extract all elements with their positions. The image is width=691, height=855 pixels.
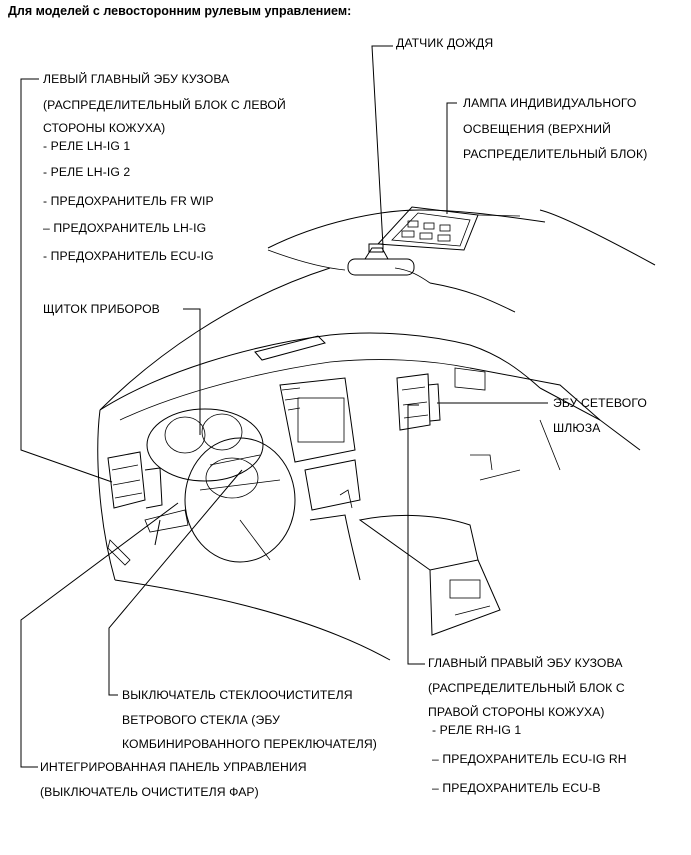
- wiper-switch-line-2: ВЕТРОВОГО СТЕКЛА (ЭБУ: [122, 713, 280, 727]
- left-ecu-line-2: (РАСПРЕДЕЛИТЕЛЬНЫЙ БЛОК С ЛЕВОЙ: [43, 98, 286, 112]
- wiper-switch-line-3: КОМБИНИРОВАННОГО ПЕРЕКЛЮЧАТЕЛЯ): [122, 737, 377, 751]
- control-panel-line-2: (ВЫКЛЮЧАТЕЛЬ ОЧИСТИТЕЛЯ ФАР): [40, 785, 259, 799]
- left-body-ecu-block: [107, 451, 163, 509]
- overhead-console: [376, 206, 521, 251]
- left-ecu-line-1: ЛЕВЫЙ ГЛАВНЫЙ ЭБУ КУЗОВА: [43, 72, 230, 86]
- right-ecu-line-2: (РАСПРЕДЕЛИТЕЛЬНЫЙ БЛОК С: [428, 681, 625, 695]
- left-ecu-line-4: - РЕЛЕ LH-IG 1: [43, 139, 131, 153]
- room-lamp-line-2: ОСВЕЩЕНИЯ (ВЕРХНИЙ: [463, 122, 611, 136]
- left-ecu-line-3: СТОРОНЫ КОЖУХА): [43, 121, 166, 135]
- lower-dashboard: [97, 409, 561, 661]
- room-lamp-line-1: ЛАМПА ИНДИВИДУАЛЬНОГО: [463, 96, 637, 110]
- combination-meter-label: ЩИТОК ПРИБОРОВ: [43, 302, 160, 316]
- left-ecu-line-6: - ПРЕДОХРАНИТЕЛЬ FR WIP: [43, 194, 214, 208]
- dashboard-top: [99, 332, 641, 451]
- gateway-ecu-line-1: ЭБУ СЕТЕВОГО: [553, 396, 647, 410]
- control-panel-line-1: ИНТЕГРИРОВАННАЯ ПАНЕЛЬ УПРАВЛЕНИЯ: [40, 760, 307, 774]
- wiper-switch-line-1: ВЫКЛЮЧАТЕЛЬ СТЕКЛООЧИСТИТЕЛЯ: [122, 688, 353, 702]
- left-ecu-line-8: - ПРЕДОХРАНИТЕЛЬ ECU-IG: [43, 249, 214, 263]
- gateway-ecu-line-2: ШЛЮЗА: [553, 421, 601, 435]
- right-ecu-line-5: – ПРЕДОХРАНИТЕЛЬ ECU-IG RH: [432, 752, 627, 766]
- rearview-mirror: [347, 243, 415, 276]
- gateway-ecu-block: [396, 373, 441, 431]
- rain-sensor-label: ДАТЧИК ДОЖДЯ: [396, 36, 494, 50]
- windshield-outline: [99, 209, 656, 411]
- leader-lines: [20, 45, 548, 768]
- left-ecu-line-7: – ПРЕДОХРАНИТЕЛЬ LH-IG: [43, 221, 207, 235]
- right-ecu-line-3: ПРАВОЙ СТОРОНЫ КОЖУХА): [428, 705, 605, 719]
- right-ecu-line-6: – ПРЕДОХРАНИТЕЛЬ ECU-B: [432, 781, 601, 795]
- diagram-heading: Для моделей с левосторонним рулевым упра…: [8, 4, 352, 18]
- room-lamp-line-3: РАСПРЕДЕЛИТЕЛЬНЫЙ БЛОК): [463, 147, 648, 161]
- right-ecu-line-4: - РЕЛЕ RH-IG 1: [432, 723, 522, 737]
- steering-wheel: [146, 408, 296, 563]
- left-ecu-line-5: - РЕЛЕ LH-IG 2: [43, 165, 131, 179]
- center-stack: [279, 377, 361, 581]
- right-ecu-line-1: ГЛАВНЫЙ ПРАВЫЙ ЭБУ КУЗОВА: [428, 656, 623, 670]
